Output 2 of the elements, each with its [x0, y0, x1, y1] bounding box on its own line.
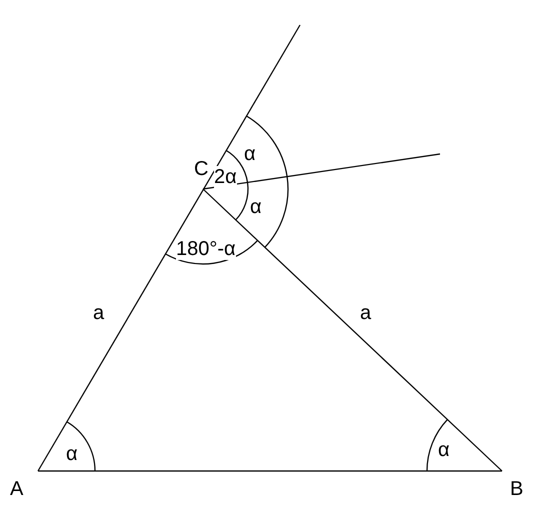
angle-label: 180°-α: [176, 238, 236, 260]
angle-label: 2α: [214, 166, 237, 188]
